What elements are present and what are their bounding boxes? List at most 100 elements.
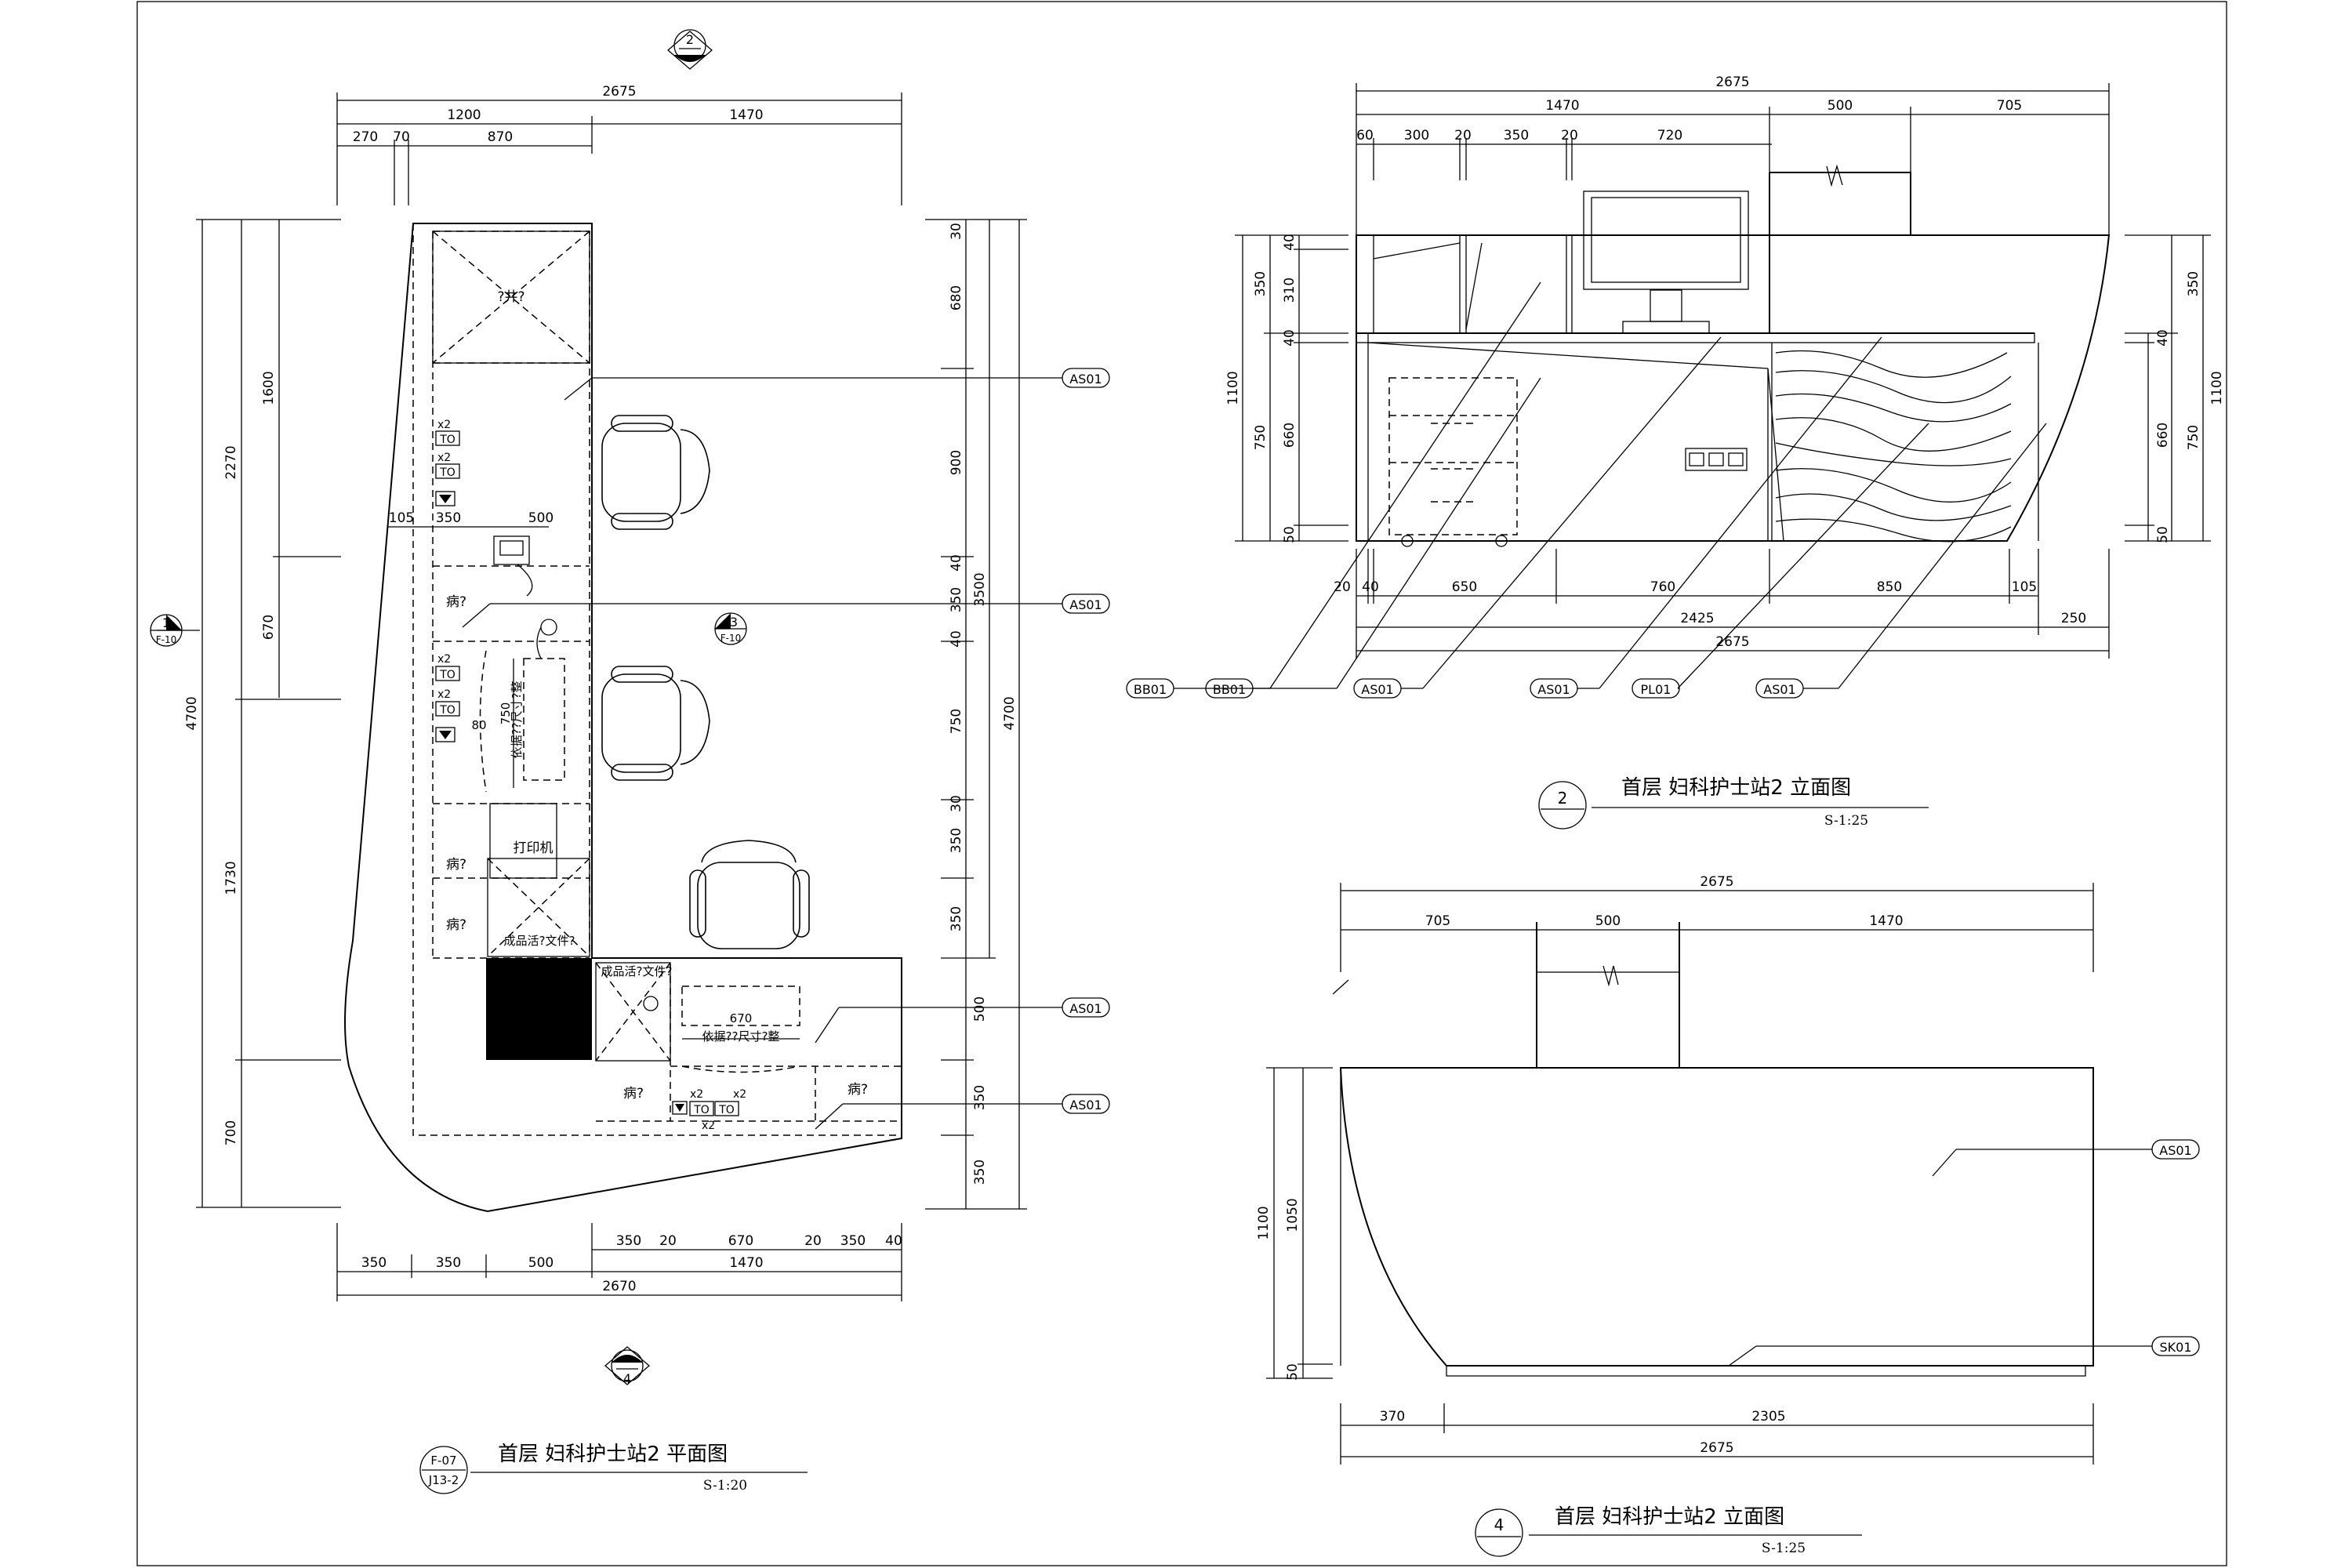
elev4-dim-bottom-370: 370 (1380, 1409, 1405, 1425)
plan-tag-as01-3: AS01 (1062, 997, 1110, 1018)
socket-icon (714, 1101, 739, 1116)
tag-text: AS01 (1069, 1001, 1102, 1016)
elev2-dim-bottom-40: 40 (1362, 579, 1379, 595)
elev2-bottom-dims: 20 40 650 760 850 105 2425 250 2675 (1334, 549, 2110, 659)
elev2-leaders (1269, 281, 2047, 689)
socket-to-label: TO (693, 1104, 710, 1116)
elev2-dim-top-720: 720 (1657, 128, 1682, 143)
section-left-sheet: F-10 (156, 634, 177, 645)
plan-dim-bottom-350b: 350 (436, 1255, 461, 1271)
elevation-2-view: 2675 1470 500 705 60 300 20 350 20 720 (1126, 74, 2225, 829)
elev2-counter-body (1356, 164, 2111, 542)
plan-title-block: F-07 J13-2 首层 妇科护士站2 平面图 S-1:20 (419, 1443, 808, 1494)
well-box: ?井? (432, 230, 590, 364)
plan-dim-bottom-20a: 20 (659, 1233, 677, 1249)
chair-2 (601, 666, 710, 781)
socket-to-label: TO (439, 704, 456, 717)
plan-dim-right-500: 500 (972, 996, 988, 1022)
elev2-dim-bottom-850: 850 (1877, 579, 1902, 595)
x2-label: x2 (437, 419, 451, 431)
tag-text: SK01 (2159, 1340, 2191, 1355)
plan-dim-bottom-350a: 350 (361, 1255, 387, 1271)
plan-sheet-ref-bottom: J13-2 (428, 1473, 459, 1487)
socket-to-label: TO (439, 434, 456, 446)
plan-dim-left-670: 670 (261, 615, 277, 640)
plan-dim-bottom-2670: 2670 (602, 1279, 636, 1294)
elev4-dim-bottom-2305: 2305 (1751, 1409, 1785, 1425)
elev2-dim-top-overall: 2675 (1715, 74, 1749, 90)
plan-dim-right-4700: 4700 (1002, 696, 1018, 730)
plan-top-dims: 2675 1200 1470 270 70 870 (336, 84, 902, 205)
elev4-tag-as01: AS01 (2151, 1139, 2200, 1160)
network-socket-icon (435, 727, 456, 742)
label-printer: 打印机 (514, 840, 554, 856)
elev2-sockets (1685, 448, 1748, 471)
tag-text: BB01 (1213, 682, 1246, 697)
elev2-dim-right-660: 660 (2155, 423, 2171, 448)
plan-dim-right-350d: 350 (972, 1085, 988, 1110)
elev2-wood-panel (1775, 350, 2012, 543)
plan-dim-670: 670 (730, 1011, 753, 1025)
label-dim-note-1: 依据??尺寸?整 (510, 681, 524, 759)
elev2-callout: 2 (1558, 789, 1568, 808)
socket-to-label: TO (439, 466, 456, 479)
tag-text: AS01 (1069, 372, 1102, 387)
elev4-dim-top-705: 705 (1425, 913, 1450, 929)
tag-text: BB01 (1134, 682, 1167, 697)
tag-text: AS01 (1763, 682, 1795, 697)
tag-text: AS01 (1537, 682, 1570, 697)
elev2-dim-bottom-105: 105 (2012, 579, 2037, 595)
elev2-dim-top-300: 300 (1404, 128, 1429, 143)
sockets-middle: x2 TO x2 TO (435, 653, 460, 742)
network-socket-icon (672, 1101, 688, 1115)
plan-dim-right-40a: 40 (949, 554, 964, 572)
tag-text: PL01 (1641, 682, 1671, 697)
plan-dim-top-1470: 1470 (729, 107, 763, 123)
elev4-bottom-dims: 370 2305 2675 (1340, 1403, 2094, 1465)
counter-dims: 105 350 500 (388, 510, 554, 528)
tag-text: AS01 (1069, 1098, 1102, 1112)
phone-icon (493, 535, 533, 597)
elev4-dim-left-1050: 1050 (1285, 1198, 1301, 1232)
plan-dim-750: 750 (499, 702, 513, 725)
plan-dim-top-1200: 1200 (447, 107, 481, 123)
plan-dim-right-750: 750 (949, 709, 964, 734)
elev2-scale: S-1:25 (1824, 813, 1868, 829)
elev2-tag-as01-1: AS01 (1353, 678, 1423, 699)
plan-dim-right-40b: 40 (949, 630, 964, 648)
plan-dim-right-3500: 3500 (972, 572, 988, 606)
counter-outline (344, 223, 902, 1213)
label-dim-note-2: 依据??尺寸?整 (702, 1029, 780, 1044)
elev2-dim-top-705: 705 (1997, 98, 2022, 114)
plan-dim-top-overall: 2675 (602, 84, 636, 100)
plan-dim-left-2270: 2270 (223, 445, 239, 479)
elev2-dim-left-40b: 40 (1282, 329, 1298, 347)
section-mid-sheet: F-10 (720, 633, 742, 644)
x2-label: x2 (702, 1120, 715, 1132)
elev2-tag-as01-3: AS01 (1755, 678, 1838, 699)
x2-label: x2 (690, 1088, 703, 1101)
plan-dim-80: 80 (471, 718, 486, 732)
elev4-title-block: 4 首层 妇科护士站2 立面图 S-1:25 (1475, 1505, 1862, 1557)
elev2-right-dims: 350 1100 750 40 660 50 (2125, 234, 2225, 543)
elev2-dim-top-350: 350 (1504, 128, 1529, 143)
plan-dim-right-30a: 30 (949, 223, 964, 240)
elev2-dim-top-60: 60 (1356, 128, 1374, 143)
plan-dim-top-870: 870 (488, 129, 513, 145)
elev2-dim-right-350: 350 (2186, 271, 2201, 296)
socket-icon (689, 1101, 714, 1116)
plan-view: 2 2675 1200 1470 270 70 870 (150, 29, 1110, 1494)
drawer-block-vertical: 依据??尺寸?整 750 80 (471, 619, 565, 793)
view-marker-top: 2 (667, 29, 713, 70)
socket-to-label: TO (439, 669, 456, 681)
plan-dim-right-680: 680 (949, 285, 964, 310)
elev2-dim-top-1470: 1470 (1545, 98, 1579, 114)
elev2-tag-bb01-1: BB01 (1126, 678, 1270, 699)
elev2-tag-as01-2: AS01 (1530, 678, 1599, 699)
x2-label: x2 (733, 1088, 746, 1101)
elev2-dim-bottom-650: 650 (1452, 579, 1477, 595)
elev2-dim-bottom-760: 760 (1650, 579, 1675, 595)
plan-dim-right-350a: 350 (949, 587, 964, 612)
elev2-dim-top-500: 500 (1828, 98, 1853, 114)
